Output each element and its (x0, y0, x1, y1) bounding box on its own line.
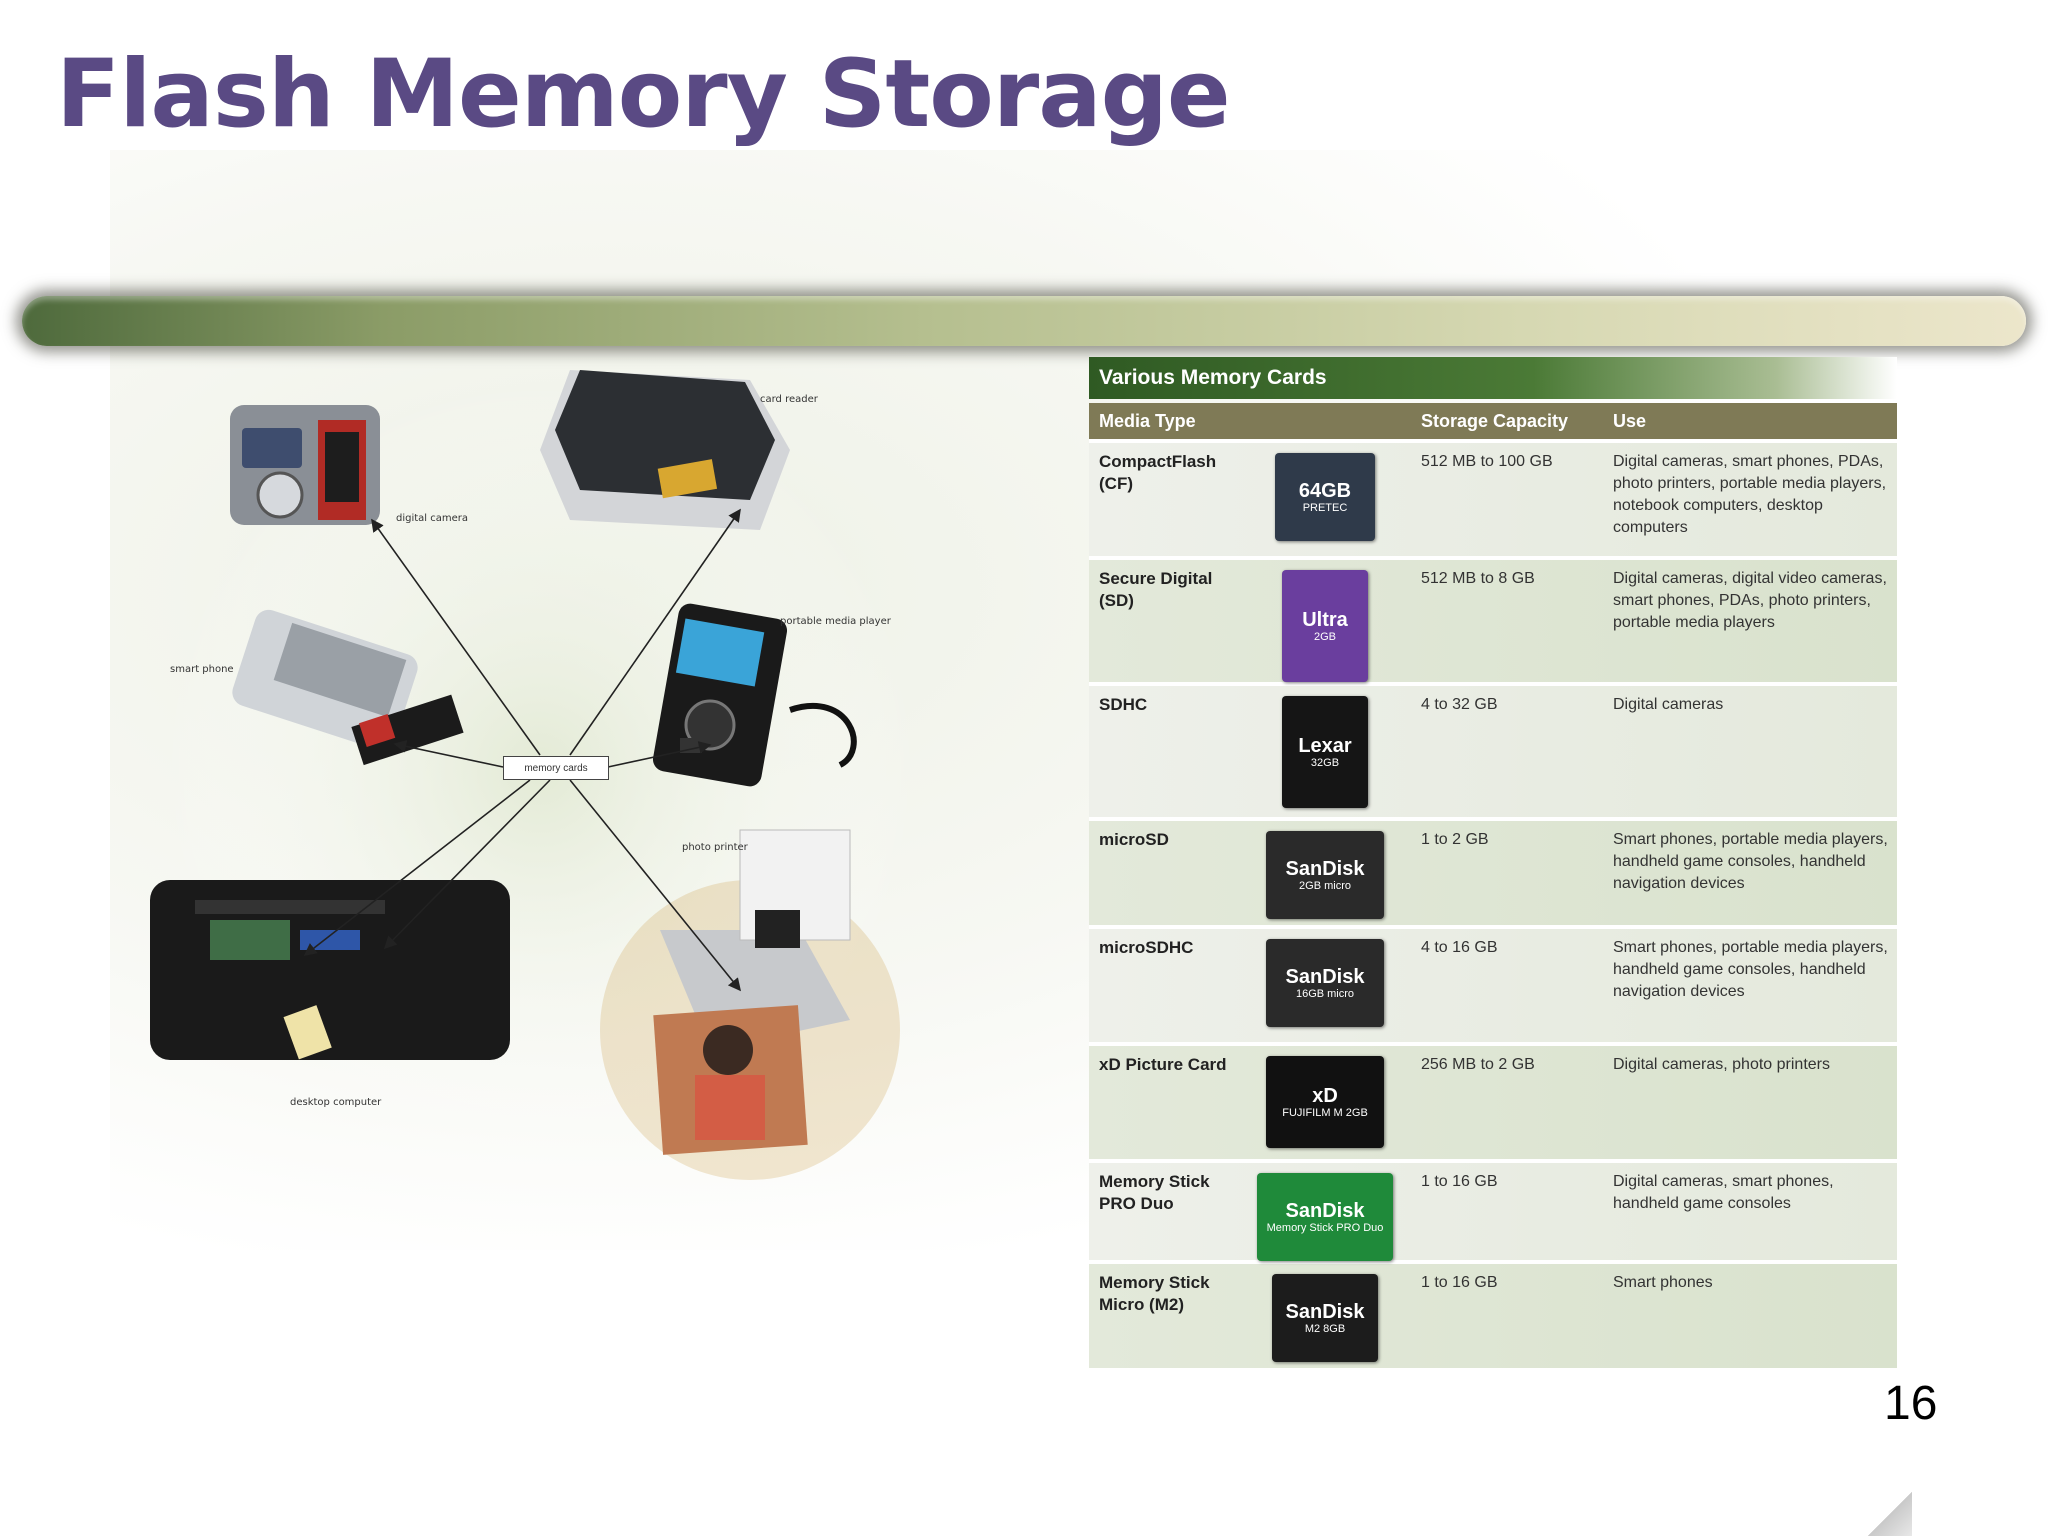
table-title: Various Memory Cards (1089, 357, 1897, 399)
smart-phone-image (232, 609, 464, 766)
page-number: 16 (1884, 1377, 1938, 1430)
photo-printer-image (600, 829, 900, 1180)
storage-capacity-cell: 256 MB to 2 GB (1421, 1056, 1535, 1073)
portable-media-player-image (652, 603, 857, 787)
media-type-name: microSDHC (1099, 938, 1194, 957)
desktop-computer-image (150, 880, 510, 1060)
table-header-row: Media Type Storage Capacity Use (1089, 403, 1897, 439)
corner-decoration (1868, 1492, 1912, 1536)
use-cell: Digital cameras, photo printers (1613, 1056, 1830, 1073)
card-brand-text: Ultra (1302, 608, 1348, 631)
storage-capacity-cell: 4 to 32 GB (1421, 696, 1498, 713)
use-cell: Digital cameras, smart phones, PDAs, pho… (1613, 453, 1887, 536)
storage-capacity-cell: 1 to 2 GB (1421, 831, 1489, 848)
card-sub-text: FUJIFILM M 2GB (1282, 1106, 1368, 1119)
device-label-portable-media-player: portable media player (780, 616, 891, 627)
memory-cards-label: memory cards (503, 756, 609, 780)
use-cell: Digital cameras (1613, 696, 1724, 713)
card-sub-text: 2GB (1313, 630, 1336, 643)
card-sub-text: M2 8GB (1304, 1322, 1346, 1335)
column-header-media-type: Media Type (1099, 410, 1196, 431)
storage-capacity-cell: 512 MB to 8 GB (1421, 570, 1535, 587)
diagram-graphics (150, 370, 920, 1180)
media-type-name: Memory Stick PRO Duo (1099, 1172, 1210, 1213)
column-header-use: Use (1613, 410, 1647, 431)
use-cell: Smart phones (1613, 1274, 1713, 1291)
card-brand-text: SanDisk (1285, 1300, 1365, 1323)
column-header-storage-capacity: Storage Capacity (1421, 410, 1569, 431)
media-type-name: microSD (1099, 830, 1169, 849)
title-divider-bar (22, 296, 2026, 346)
device-label-digital-camera: digital camera (396, 513, 469, 524)
card-brand-text: Lexar (1298, 734, 1352, 757)
storage-capacity-cell: 4 to 16 GB (1421, 939, 1498, 956)
card-brand-text: 64GB (1298, 479, 1352, 502)
storage-capacity-cell: 512 MB to 100 GB (1421, 453, 1553, 470)
storage-capacity-cell: 1 to 16 GB (1421, 1173, 1498, 1190)
media-type-name: SDHC (1099, 695, 1148, 714)
card-sub-text: Memory Stick PRO Duo (1266, 1221, 1384, 1234)
digital-camera-image (230, 405, 380, 525)
media-type-name: Secure Digital (SD) (1099, 569, 1213, 610)
card-sub-text: 32GB (1310, 756, 1340, 769)
card-sub-text: 2GB micro (1299, 879, 1351, 892)
media-type-name: Memory Stick Micro (M2) (1099, 1273, 1210, 1314)
media-type-name: xD Picture Card (1099, 1055, 1227, 1074)
storage-capacity-cell: 1 to 16 GB (1421, 1274, 1498, 1291)
card-reader-image (540, 370, 790, 530)
memory-cards-table: Various Memory Cards Media Type Storage … (1089, 357, 1897, 1371)
card-brand-text: SanDisk (1285, 857, 1365, 880)
device-label-desktop-computer: desktop computer (290, 1097, 382, 1108)
card-brand-text: SanDisk (1285, 965, 1365, 988)
use-cell: Smart phones, portable media players, ha… (1613, 939, 1888, 1000)
device-label-photo-printer: photo printer (682, 842, 748, 853)
media-type-name: CompactFlash (CF) (1099, 452, 1217, 493)
card-sub-text: PRETEC (1302, 501, 1348, 514)
device-label-smart-phone: smart phone (170, 664, 234, 675)
device-label-card-reader: card reader (760, 394, 818, 405)
diagram-arrows (303, 508, 742, 992)
use-cell: Digital cameras, smart phones, handheld … (1613, 1173, 1834, 1212)
card-sub-text: 16GB micro (1295, 987, 1355, 1000)
card-brand-text: xD (1312, 1084, 1338, 1107)
memory-card-devices-diagram: digital camera card reader portable medi… (150, 370, 930, 1190)
use-cell: Digital cameras, digital video cameras, … (1613, 570, 1887, 631)
use-cell: Smart phones, portable media players, ha… (1613, 831, 1888, 892)
card-brand-text: SanDisk (1285, 1199, 1365, 1222)
slide-title: Flash Memory Storage (56, 40, 1231, 149)
